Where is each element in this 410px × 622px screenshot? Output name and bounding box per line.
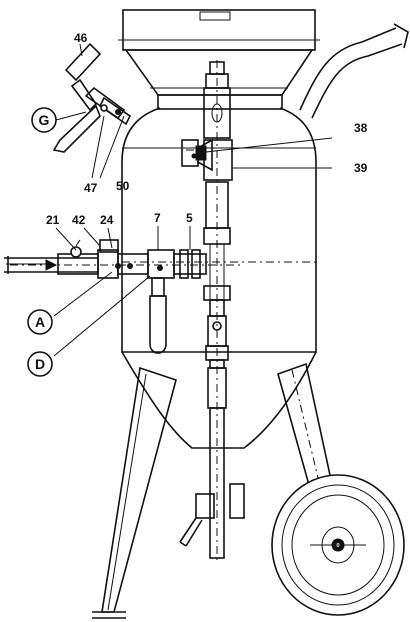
label-47: 47 [84,181,98,195]
hopper [118,9,320,110]
label-g-circle [31,107,57,133]
support-leg [92,366,177,619]
label-46: 46 [74,31,88,45]
label-24: 24 [100,213,114,227]
label-5: 5 [186,211,193,225]
leader-lines [53,43,333,357]
label-7: 7 [154,211,161,225]
callouts: 46 G 47 50 38 39 21 42 24 7 5 A D [27,31,368,377]
drain-valve [179,483,245,547]
label-50: 50 [116,179,130,193]
label-a-circle [27,309,53,335]
remote-control-handle [52,42,132,153]
label-38: 38 [354,121,368,135]
air-inlet-pipe [4,239,240,354]
pressure-gauge [181,139,207,167]
metering-column [197,60,233,560]
label-d-circle [27,351,53,377]
trolley-handle [299,23,409,119]
wheel [271,474,405,616]
label-d: D [35,356,45,372]
label-a: A [35,314,45,330]
pressure-tank [121,107,317,449]
label-42: 42 [72,213,86,227]
label-21: 21 [46,213,60,227]
label-g: G [39,112,50,128]
label-39: 39 [354,161,368,175]
